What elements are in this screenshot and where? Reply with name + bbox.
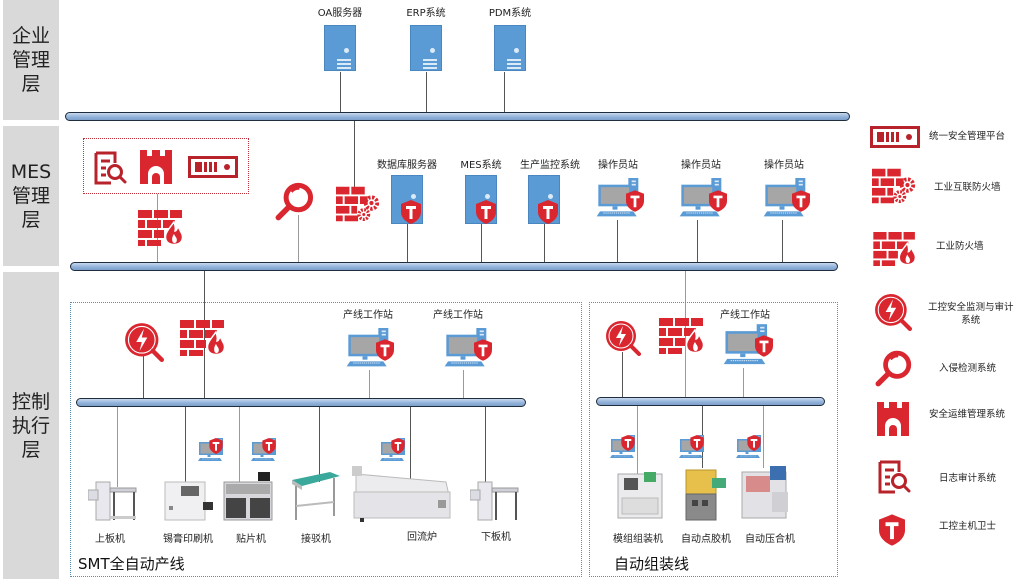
legend-label: 工控主机卫士 bbox=[939, 521, 997, 532]
host-guard-icon bbox=[690, 435, 704, 451]
host-guard-icon bbox=[626, 190, 644, 212]
layer-label-enterprise: 企业 管理 层 bbox=[3, 0, 59, 120]
ics-monitoring-audit-icon bbox=[874, 293, 912, 331]
log-audit-icon bbox=[877, 460, 911, 494]
legend-label: 工控安全监测与审计 系统 bbox=[928, 302, 1014, 326]
log-audit-icon bbox=[93, 151, 127, 185]
workstation-label: 操作员站 bbox=[598, 160, 638, 171]
host-guard-icon bbox=[262, 438, 276, 454]
host-guard-icon bbox=[209, 438, 223, 454]
host-guard-icon bbox=[747, 435, 761, 451]
server-icon bbox=[324, 25, 356, 71]
server-label: 生产监控系统 bbox=[520, 160, 580, 171]
server-label: MES系统 bbox=[460, 160, 502, 171]
host-guard-icon bbox=[709, 190, 727, 212]
server-label: OA服务器 bbox=[317, 8, 363, 19]
enterprise-network-bus bbox=[65, 112, 850, 121]
layer-label-control: 控制 执行 层 bbox=[3, 272, 59, 579]
assembly-line-group bbox=[589, 302, 838, 577]
press-image bbox=[741, 466, 788, 519]
legend-label: 日志审计系统 bbox=[939, 473, 997, 484]
dispenser-image bbox=[685, 469, 726, 521]
host-guard-icon bbox=[401, 200, 421, 224]
machine-label: 接驳机 bbox=[301, 534, 331, 545]
ics-monitoring-audit-icon bbox=[605, 320, 641, 356]
assembly-network-bus bbox=[596, 397, 825, 406]
industrial-firewall-icon bbox=[872, 232, 920, 266]
unified-security-platform-icon bbox=[870, 126, 920, 148]
unloader-machine-image bbox=[470, 481, 519, 521]
intrusion-detection-icon bbox=[875, 350, 913, 388]
host-guard-icon bbox=[376, 339, 394, 361]
workstation-label: 产线工作站 bbox=[343, 310, 393, 321]
server-label: 数据库服务器 bbox=[377, 160, 437, 171]
server-icon bbox=[494, 25, 526, 71]
legend-label: 统一安全管理平台 bbox=[929, 131, 1006, 142]
server-label: PDM系统 bbox=[488, 8, 532, 19]
host-guard-icon bbox=[792, 190, 810, 212]
legend-label: 工业互联防火墙 bbox=[934, 182, 1001, 193]
host-guard-icon bbox=[538, 200, 558, 224]
workstation-label: 产线工作站 bbox=[720, 310, 770, 321]
pick-place-machine-image bbox=[223, 472, 273, 521]
industrial-firewall-icon bbox=[138, 210, 186, 246]
server-icon bbox=[410, 25, 442, 71]
mes-network-bus bbox=[70, 262, 838, 271]
host-guard-icon bbox=[476, 200, 496, 224]
host-guard-icon bbox=[474, 339, 492, 361]
assembly-line-title: 自动组装线 bbox=[614, 555, 690, 573]
machine-label: 下板机 bbox=[481, 532, 511, 543]
machine-label: 模组组装机 bbox=[613, 534, 663, 545]
workstation-label: 操作员站 bbox=[764, 160, 804, 171]
industrial-internet-firewall-icon bbox=[336, 186, 382, 222]
server-label: ERP系统 bbox=[406, 8, 446, 19]
host-guard-icon bbox=[391, 438, 405, 454]
machine-label: 自动点胶机 bbox=[681, 534, 731, 545]
security-ops-management-icon bbox=[877, 402, 909, 436]
host-guard-icon bbox=[621, 435, 635, 451]
legend-label: 入侵检测系统 bbox=[939, 363, 997, 374]
security-management-group bbox=[83, 138, 249, 194]
legend-label: 安全运维管理系统 bbox=[929, 409, 1006, 420]
smt-line-group bbox=[70, 302, 582, 577]
printer-machine-image bbox=[164, 481, 213, 521]
workstation-label: 操作员站 bbox=[681, 160, 721, 171]
machine-label: 贴片机 bbox=[236, 534, 266, 545]
machine-label: 上板机 bbox=[95, 534, 125, 545]
industrial-firewall-icon bbox=[658, 318, 708, 354]
loader-machine-image bbox=[88, 481, 137, 521]
machine-label: 回流炉 bbox=[407, 532, 437, 543]
host-guard-icon bbox=[879, 514, 905, 546]
security-ops-management-icon bbox=[140, 150, 172, 184]
workstation-label: 产线工作站 bbox=[433, 310, 483, 321]
reflow-machine-image bbox=[352, 466, 451, 522]
machine-label: 自动压合机 bbox=[745, 534, 795, 545]
layer-label-mes: MES 管理 层 bbox=[3, 126, 59, 266]
module-assembler-image bbox=[617, 472, 663, 519]
industrial-internet-firewall-icon bbox=[872, 168, 918, 204]
legend-label: 工业防火墙 bbox=[936, 241, 984, 252]
industrial-firewall-icon bbox=[180, 320, 228, 356]
conveyor-machine-image bbox=[292, 472, 340, 520]
intrusion-detection-icon bbox=[275, 182, 315, 222]
host-guard-icon bbox=[755, 335, 773, 357]
smt-network-bus bbox=[76, 398, 526, 407]
unified-security-platform-icon bbox=[188, 156, 238, 178]
machine-label: 锡膏印刷机 bbox=[163, 534, 213, 545]
smt-line-title: SMT全自动产线 bbox=[78, 555, 185, 573]
